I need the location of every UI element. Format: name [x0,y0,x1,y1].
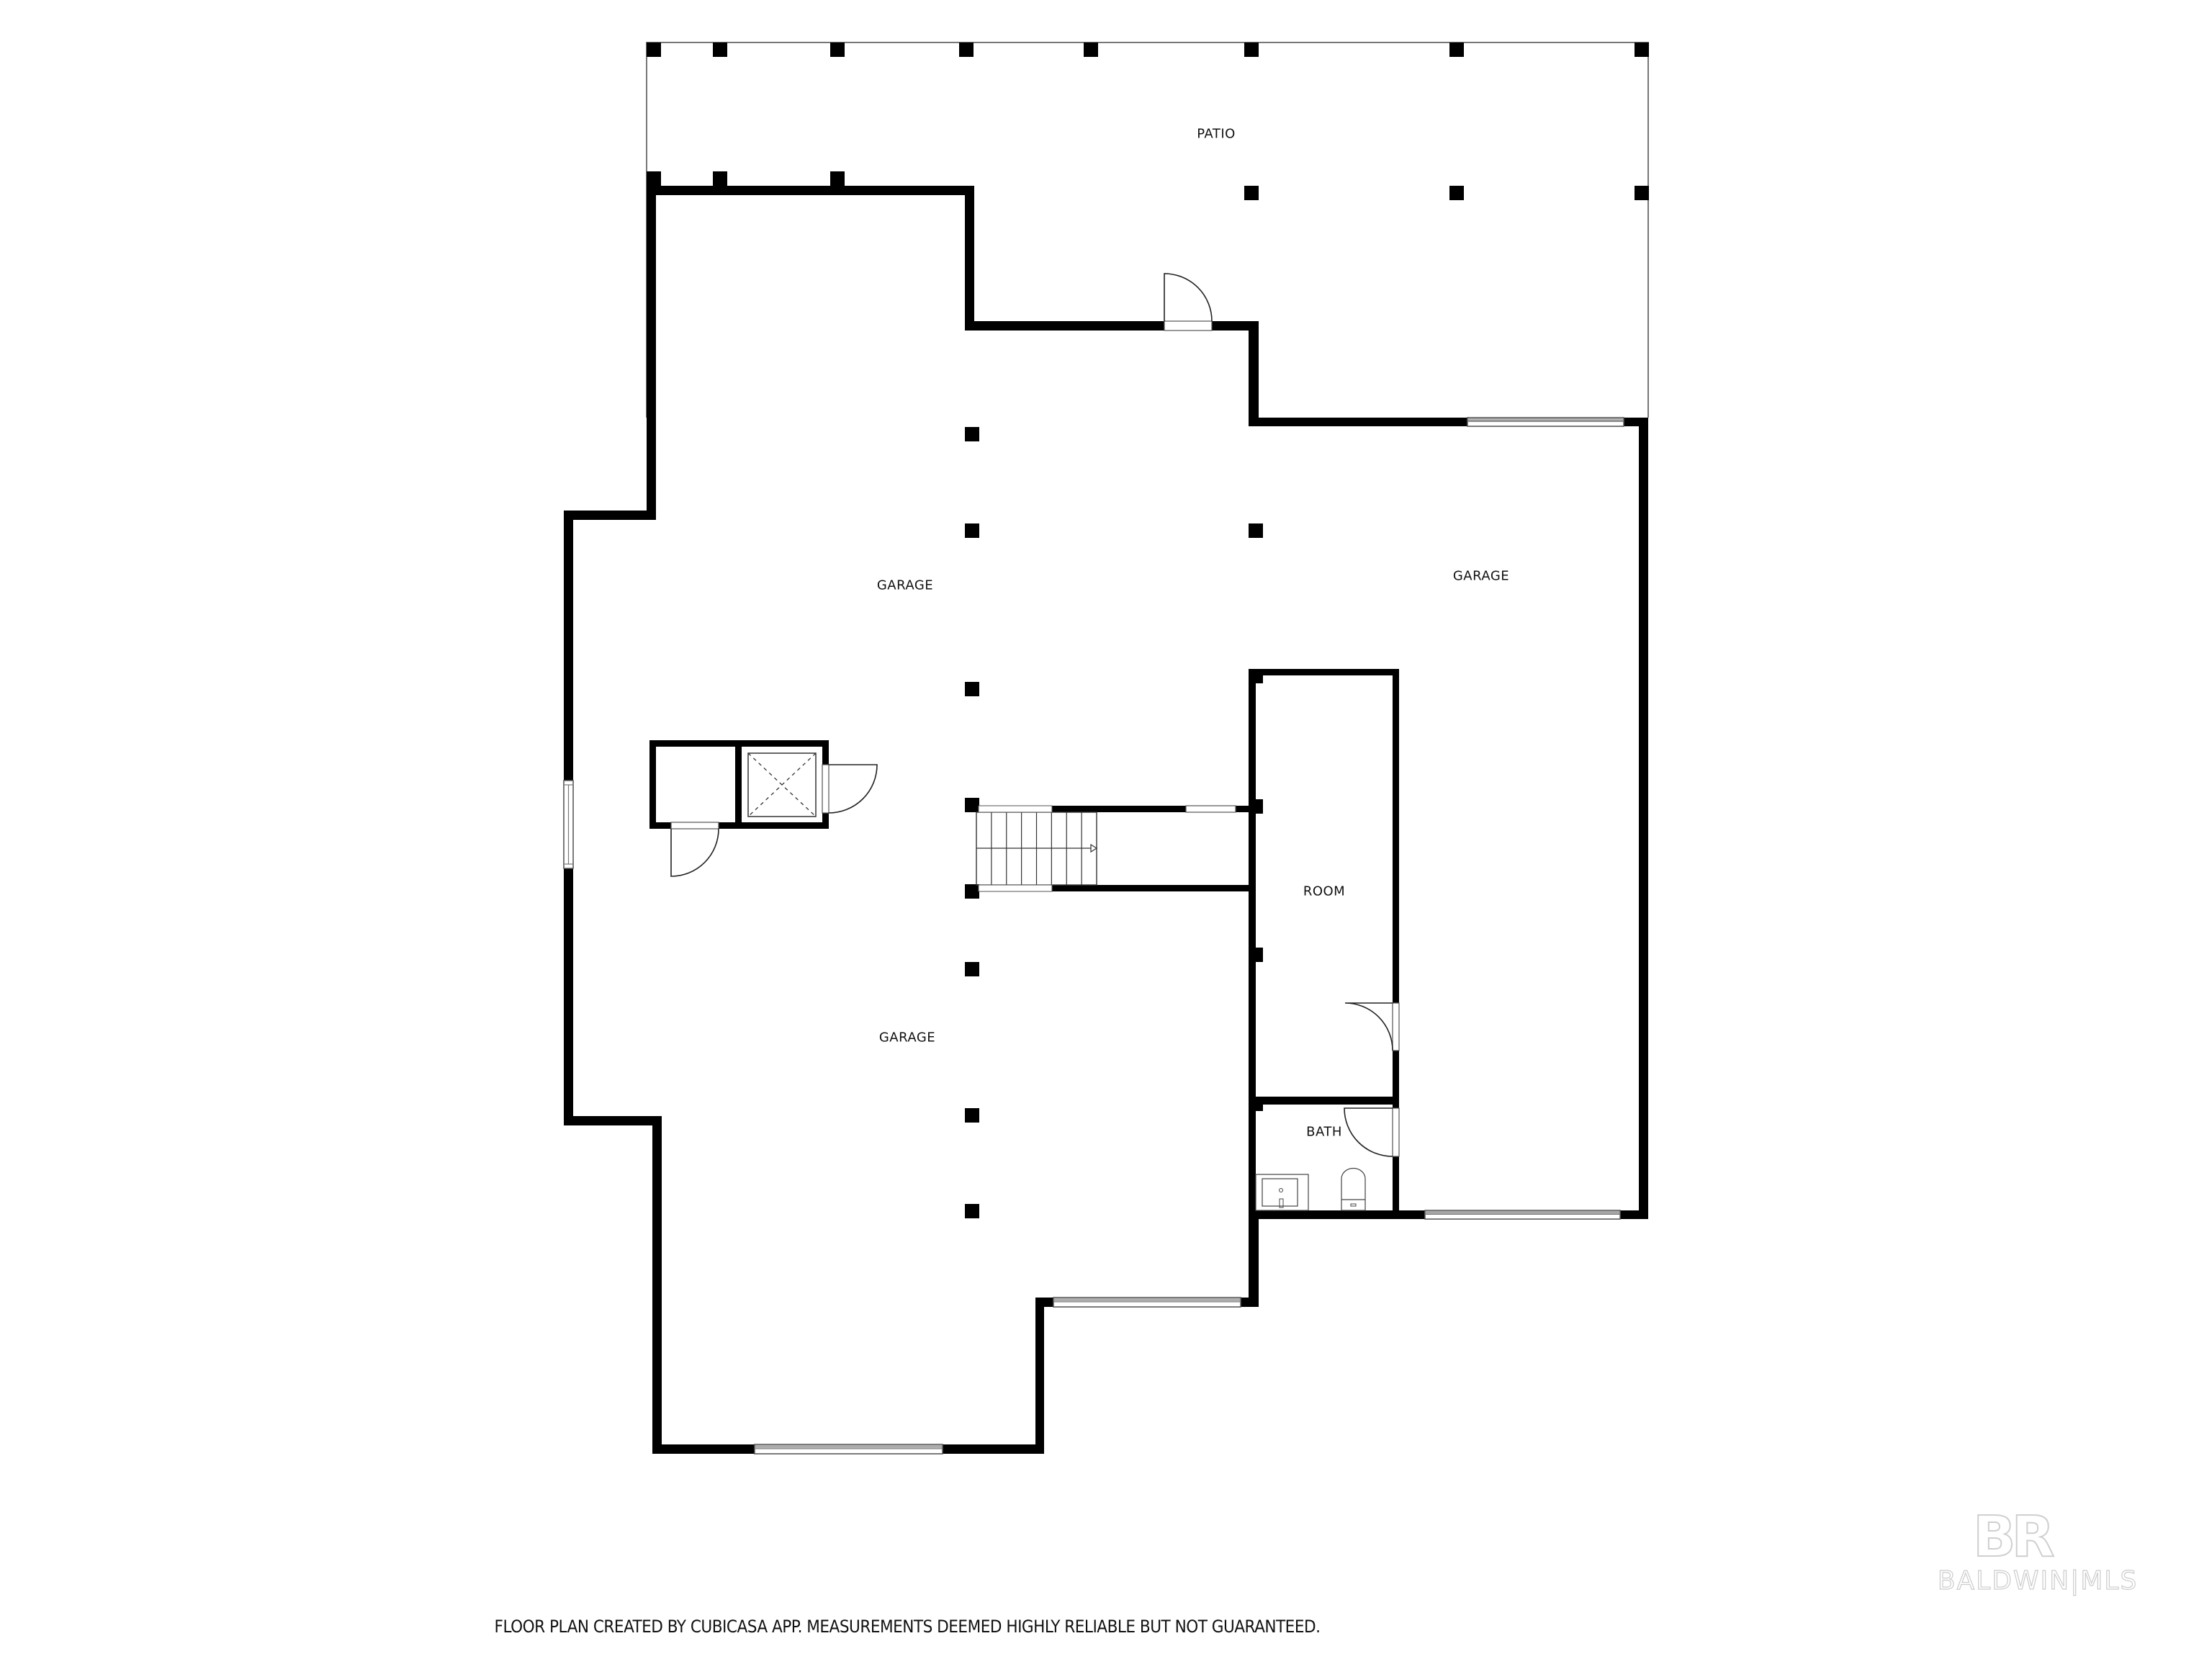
pillar [965,1108,979,1123]
wall [652,1116,662,1454]
pillar [713,171,727,186]
room-label-garage-upper-left: GARAGE [876,577,934,593]
pillar [1449,42,1464,57]
windows [563,417,1624,1455]
arrow-icon [1090,843,1098,853]
stairs [976,805,1098,892]
pillar [965,682,979,696]
wall [1639,418,1648,1219]
wall [1624,418,1648,426]
stair-opening-top [978,805,1053,813]
wall-opening [670,822,719,830]
pillar [1449,186,1464,200]
pillar [1635,186,1649,200]
closet-door [670,828,719,877]
pillar [647,171,661,186]
wall [649,740,656,829]
wall [943,1444,1044,1454]
room-label-patio: PATIO [1197,126,1236,142]
sink-icon [1255,1174,1309,1211]
wall-opening [1392,1107,1400,1157]
wall [1249,321,1259,426]
pillar [1635,42,1649,57]
pillar [1249,1097,1263,1111]
pillar [1244,186,1259,200]
wall-opening [1185,805,1236,813]
room-label-garage-right: GARAGE [1452,568,1510,584]
walls [564,186,1648,1454]
wall [965,321,1164,331]
wall [652,1444,755,1454]
pillar [647,42,661,57]
pillar [1084,42,1098,57]
wall-opening [1392,1002,1400,1051]
wall-opening [1164,320,1213,331]
pillar [965,1204,979,1218]
wall [1393,669,1399,1219]
wall [1249,1097,1399,1105]
elevator-door [828,764,878,814]
pillar [965,962,979,976]
br-logo-icon: BR [1972,1505,2056,1570]
baldwin-mls-logo: BR BALDWIN|MLS [1930,1505,2160,1613]
pillar [713,42,727,57]
wall [647,186,974,195]
pillar [959,42,974,57]
patio-outline [646,42,1649,418]
wall [1052,806,1186,812]
logo-wordmark: BALDWIN|MLS [1937,1566,2139,1596]
bath-fixtures [1255,1167,1366,1211]
disclaimer-footer: FLOOR PLAN CREATED BY CUBICASA APP. MEAS… [494,1617,1321,1637]
wall [1236,806,1249,812]
wall [564,511,656,520]
bath-door [1344,1107,1393,1157]
wall-opening [822,764,830,814]
wall [1035,1298,1053,1307]
pillar [1249,523,1263,538]
room-label-room: ROOM [1303,884,1346,899]
elevator-box [747,752,817,817]
pillar [1249,669,1263,683]
pillar [965,523,979,538]
pillars [647,42,1649,1218]
wall [1249,418,1467,426]
window [1467,417,1624,427]
window [1424,1210,1621,1220]
patio-door [1164,273,1213,322]
pillar [1249,799,1263,814]
wall [1249,669,1256,1219]
window [1053,1297,1241,1308]
pillar [1249,948,1263,962]
pillar [830,171,845,186]
room-door [1344,1002,1393,1051]
doors [670,273,1393,1157]
toilet-icon [1341,1167,1366,1211]
wall [1052,885,1249,891]
pillar [965,798,979,812]
stair-opening-bottom [978,884,1053,892]
wall [1249,1210,1259,1307]
window [563,780,574,869]
wall [1035,1298,1044,1454]
wall [1212,321,1259,331]
elevator-cross [747,752,817,817]
window [754,1444,943,1455]
pillar [965,427,979,441]
wall [965,186,974,331]
wall [735,740,742,829]
room-label-bath: BATH [1306,1124,1342,1140]
pillar [965,884,979,899]
pillar [1244,42,1259,57]
wall [1249,669,1399,675]
room-label-garage-lower-left: GARAGE [878,1030,936,1046]
wall [564,1116,662,1125]
wall [647,186,656,520]
pillar [830,42,845,57]
elevator-icon [747,752,817,817]
wall [1249,1210,1425,1219]
patio-edge [646,42,1649,418]
